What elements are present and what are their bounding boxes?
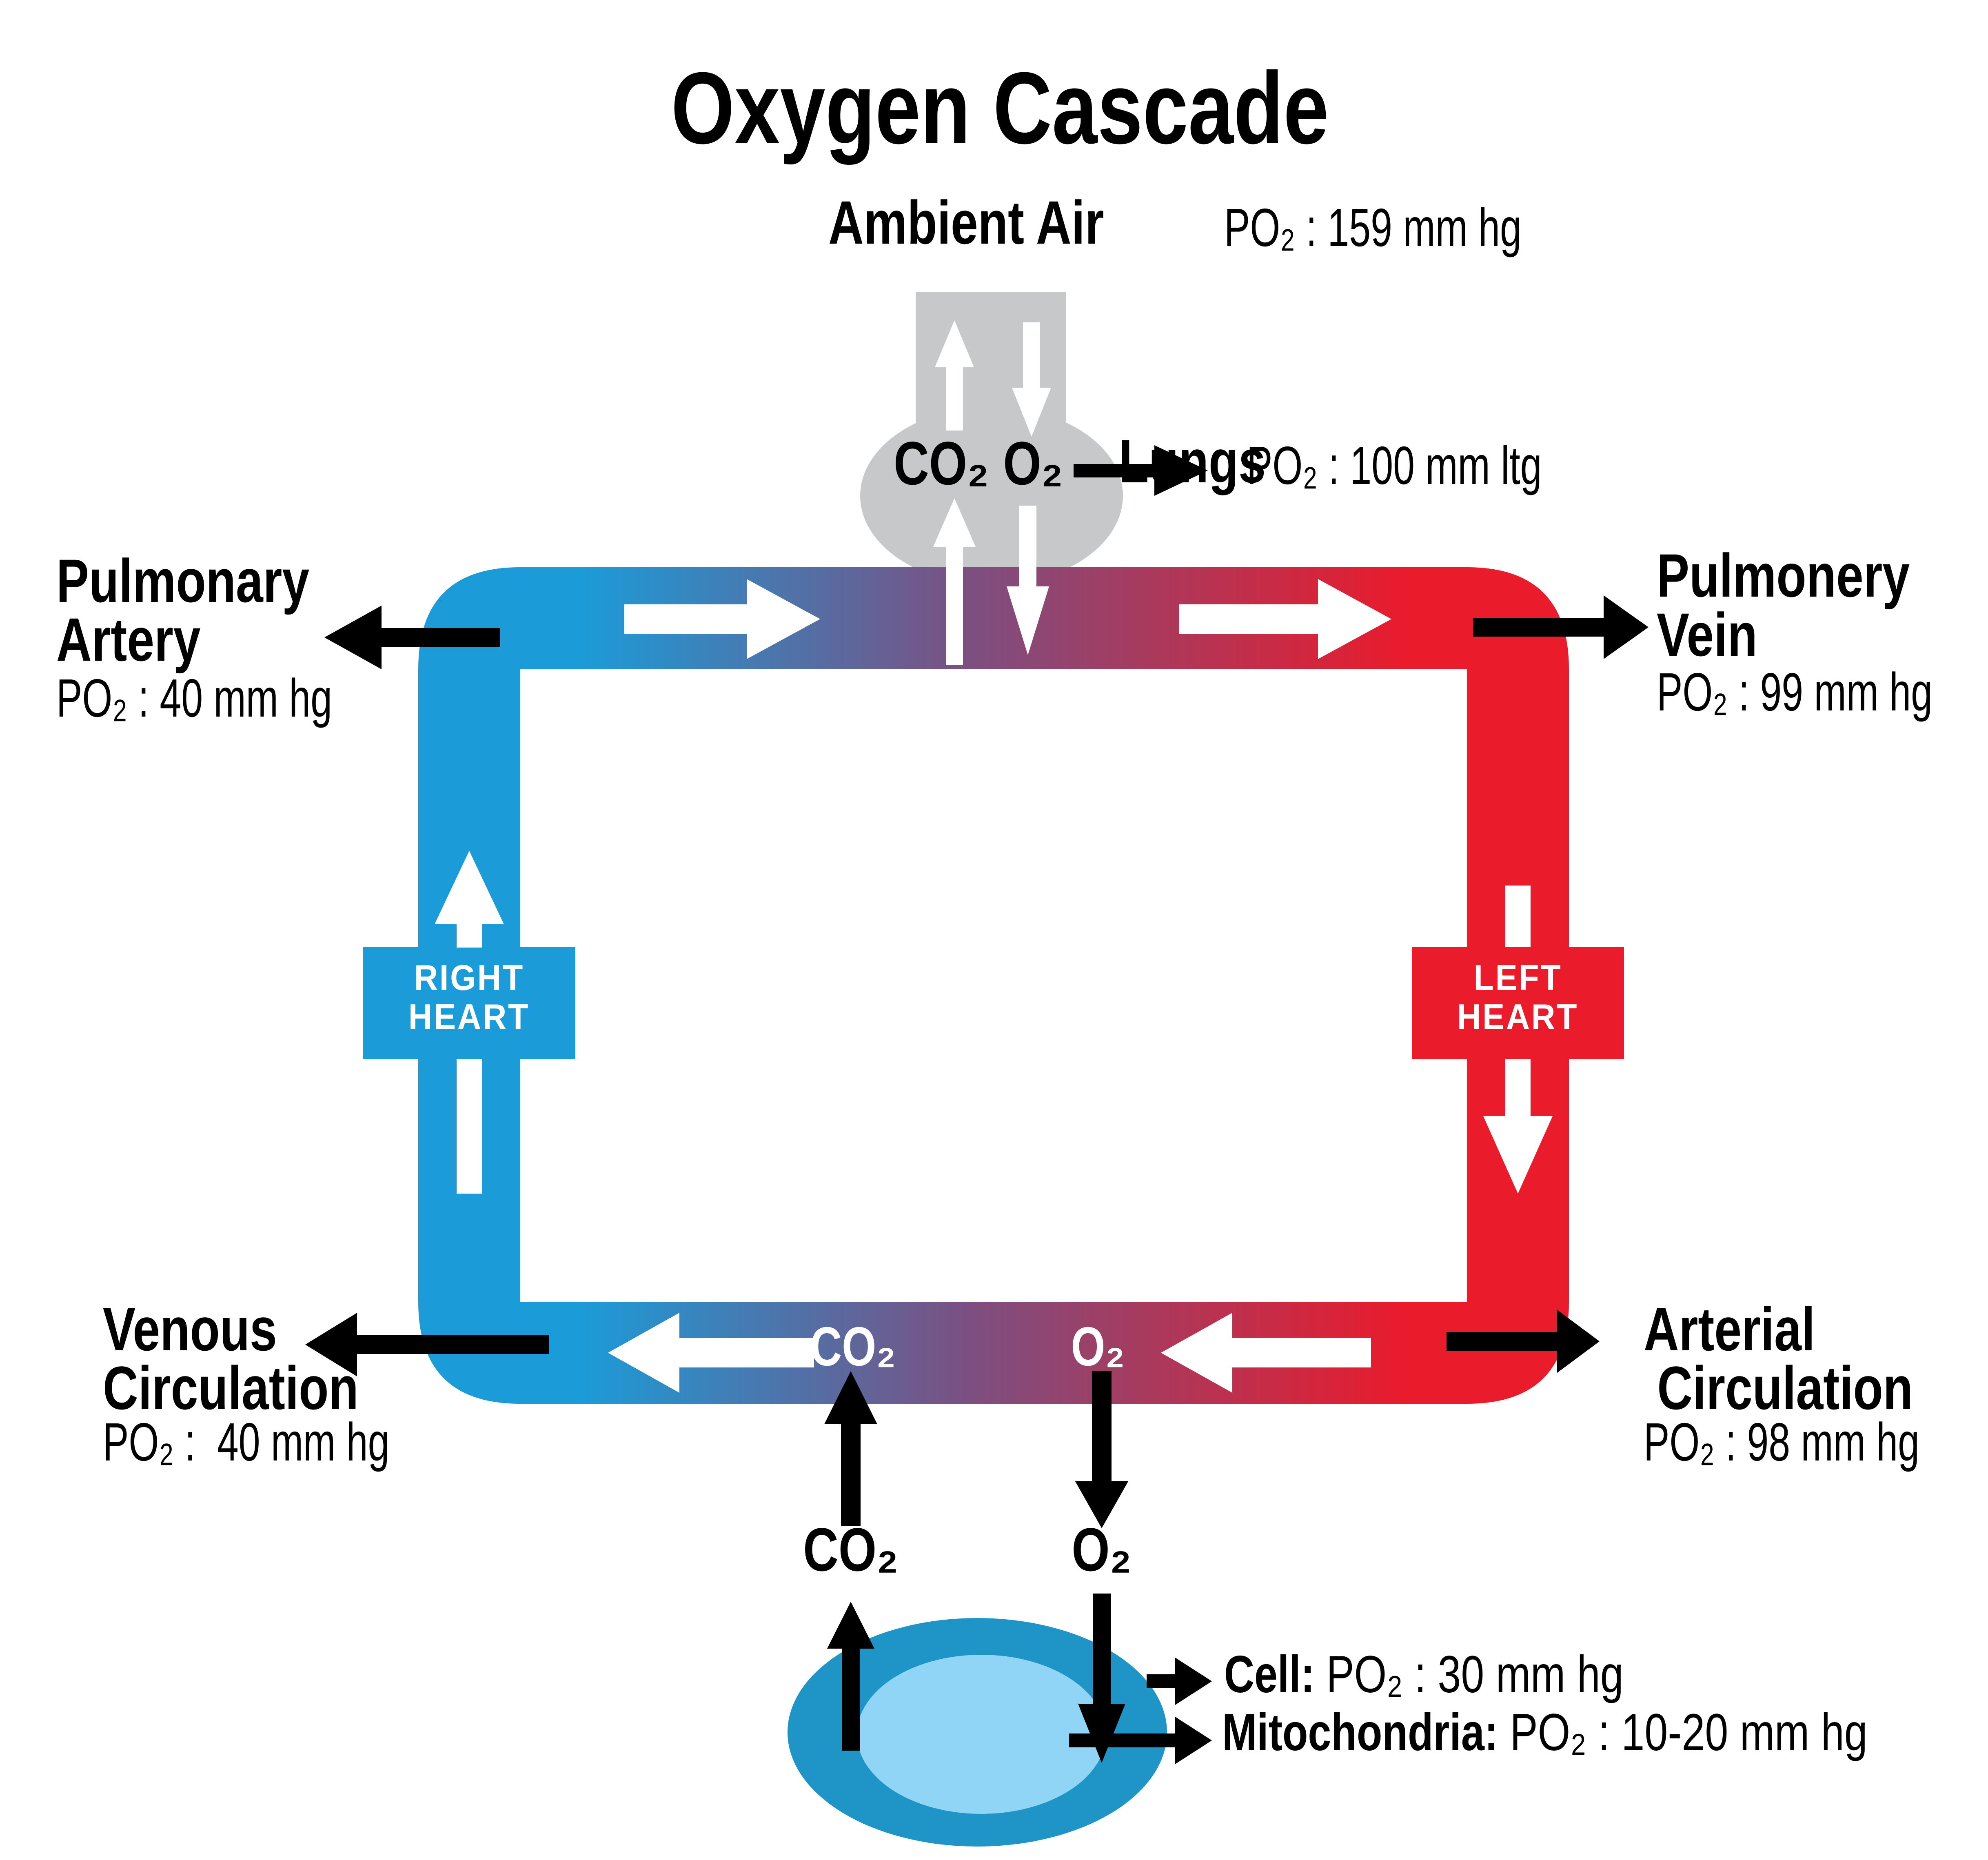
trachea-down-arrow-head	[1012, 388, 1051, 437]
page-title: Oxygen Cascade	[671, 51, 1329, 165]
lungs-o2-label: O₂	[1003, 429, 1063, 497]
pulmonary-artery-arrow-shaft	[382, 628, 500, 647]
venous-circulation-po2-value: PO₂ : 40 mm hg	[103, 1412, 390, 1472]
arterial-arrow-head	[1557, 1310, 1600, 1373]
arterial-circulation-label-line2: Circulation	[1644, 1354, 1913, 1422]
flow-arrow-bottom-right	[1161, 1313, 1371, 1393]
mitochondria-label: Mitochondria:	[1222, 1703, 1498, 1762]
pulmonary-artery-arrow-head	[324, 606, 382, 669]
cell-po2-line: Cell: PO₂ : 30 mm hg	[1224, 1649, 1723, 1701]
lungs-label: Lungs	[1119, 427, 1266, 495]
right-heart-label-line2: HEART	[408, 997, 530, 1037]
flow-arrow-bottom-left	[608, 1313, 814, 1393]
left-heart-block	[1412, 947, 1624, 1059]
tissue-o2-down-arrow-shaft	[1092, 1371, 1112, 1481]
cell-label-arrow-head	[1175, 1658, 1212, 1705]
cell-label: Cell:	[1224, 1645, 1315, 1704]
trachea-up-arrow-shaft	[946, 367, 963, 431]
tissue-co2-up-arrow-head	[824, 1371, 877, 1424]
left-heart-down-arrow-head	[1483, 1116, 1553, 1194]
cell-o2-down-arrow-shaft	[1093, 1594, 1111, 1704]
mitochondria-po2-value: PO₂ : 10-20 mm hg	[1498, 1703, 1868, 1762]
left-heart-down-arrow-shaft-bottom	[1505, 1059, 1531, 1116]
arterial-circulation-po2-value: PO₂ : 98 mm hg	[1644, 1412, 1920, 1472]
venous-circulation-label-line1: Venous	[103, 1295, 277, 1363]
pulmonary-artery-label-line1: Pulmonary	[56, 546, 310, 615]
venous-circulation-label-line2: Circulation	[103, 1354, 359, 1422]
alveoli-co2-up-arrow-shaft	[946, 547, 963, 665]
arterial-circulation-label-line1: Arterial	[1644, 1295, 1815, 1363]
alveoli-o2-down-arrow-head	[1007, 586, 1049, 655]
lungs-ellipse	[860, 407, 1123, 585]
pulmonary-vein-arrow-head	[1604, 595, 1649, 659]
pulmonary-vein-label-line2: Vein	[1657, 600, 1757, 669]
ambient-air-label: Ambient Air	[828, 188, 1104, 257]
circulation-loop	[418, 567, 1569, 1404]
arterial-arrow-shaft	[1447, 1332, 1557, 1351]
lungs-shape	[860, 292, 1123, 585]
venous-arrow-head	[305, 1313, 357, 1376]
lungs-arrow-shaft	[1074, 464, 1154, 477]
alveoli-o2-down-arrow-shaft	[1019, 506, 1036, 586]
annotation-arrows	[305, 445, 1649, 1764]
lungs-po2-value: PO₂ : 100 mm ltg	[1247, 435, 1542, 495]
mitochondria-label-arrow-shaft	[1069, 1733, 1175, 1747]
blood-flow-arrows	[435, 320, 1553, 1393]
flow-arrow-top-right	[1179, 579, 1391, 659]
cell-co2-up-arrow-shaft	[842, 1649, 860, 1751]
pulmonary-vein-label-line1: Pulmonery	[1657, 541, 1910, 610]
pipe-co2-label: CO₂	[810, 1316, 896, 1377]
venous-arrow-shaft	[357, 1335, 549, 1354]
tissue-co2-label: CO₂	[803, 1515, 899, 1584]
ambient-air-po2-value: PO₂ : 159 mm hg	[1224, 198, 1522, 257]
right-heart-block	[363, 947, 575, 1059]
trachea-down-arrow-shaft	[1023, 322, 1040, 388]
cell-co2-up-arrow-head	[827, 1602, 874, 1649]
lungs-arrow-head	[1154, 445, 1208, 496]
left-heart-down-arrow-shaft-top	[1505, 886, 1531, 947]
cell-o2-down-arrow-head	[1078, 1704, 1125, 1763]
left-heart-label-line1: LEFT	[1473, 957, 1562, 998]
tissue-co2-up-arrow-shaft	[841, 1424, 861, 1526]
pulmonary-vein-arrow-shaft	[1473, 618, 1604, 637]
mitochondria-ellipse	[857, 1655, 1106, 1814]
alveoli-co2-up-arrow-head	[933, 498, 976, 547]
right-heart-up-arrow-shaft-bottom	[457, 1059, 482, 1194]
lungs-co2-label: CO₂	[894, 429, 989, 497]
trachea-up-arrow-head	[935, 320, 974, 367]
tissue-o2-label: O₂	[1072, 1515, 1132, 1584]
left-heart-label-line2: HEART	[1457, 997, 1579, 1037]
tissue-o2-down-arrow-head	[1075, 1481, 1128, 1528]
mitochondria-po2-line: Mitochondria: PO₂ : 10-20 mm hg	[1222, 1707, 1988, 1759]
right-heart-label-line1: RIGHT	[414, 957, 525, 998]
pipe-o2-label: O₂	[1071, 1316, 1125, 1377]
flow-arrow-top-left	[624, 579, 820, 659]
pulmonary-vein-po2-value: PO₂ : 99 mm hg	[1657, 662, 1933, 722]
cell-label-arrow-shaft	[1147, 1674, 1175, 1688]
cell-po2-value: PO₂ : 30 mm hg	[1314, 1645, 1624, 1704]
right-heart-up-arrow-shaft-top	[457, 924, 482, 948]
pulmonary-artery-po2-value: PO₂ : 40 mm hg	[56, 668, 333, 728]
mitochondria-label-arrow-head	[1175, 1717, 1212, 1764]
pulmonary-artery-label-line2: Artery	[56, 605, 201, 674]
right-heart-up-arrow-head	[435, 851, 504, 924]
